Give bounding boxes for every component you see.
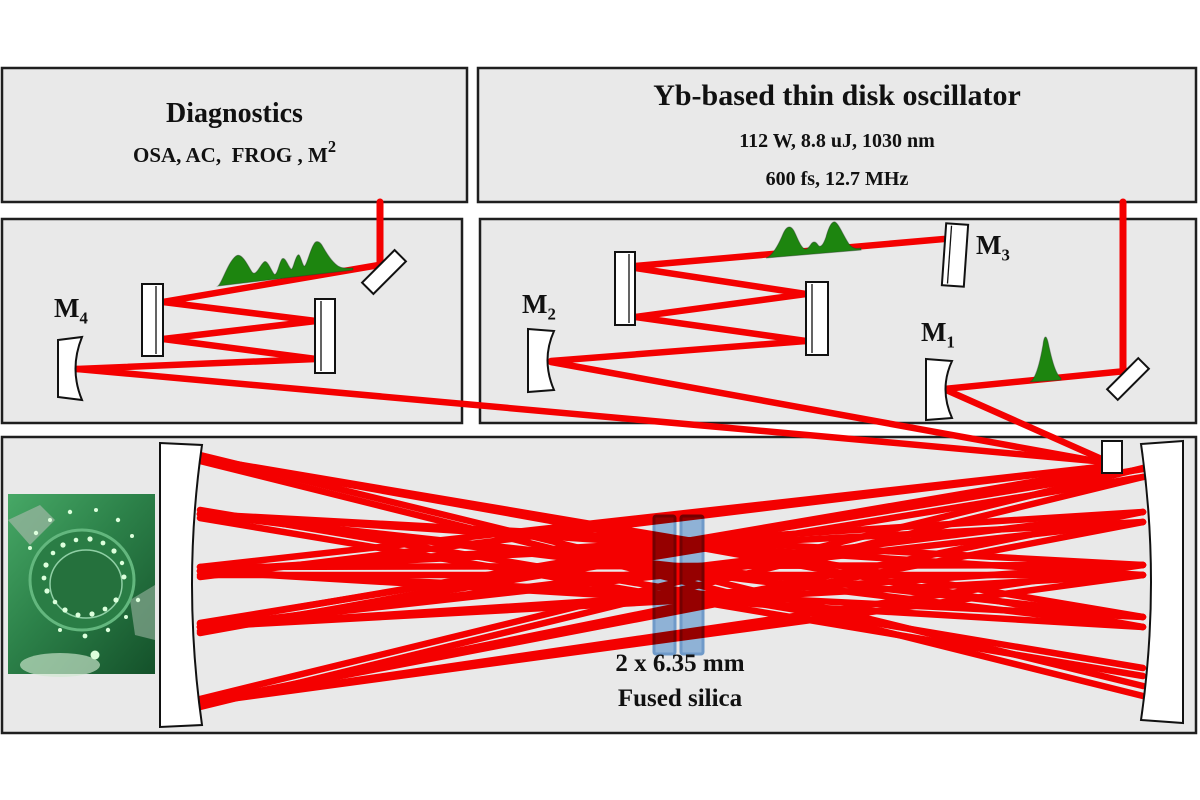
laser-spot bbox=[52, 599, 58, 605]
chirped-mirror-right-a bbox=[614, 251, 636, 326]
laser-spot bbox=[48, 518, 52, 522]
oscillator-specs-line1: 112 W, 8.8 uJ, 1030 nm bbox=[739, 130, 935, 152]
laser-spot bbox=[28, 546, 32, 550]
beam-segment bbox=[159, 335, 320, 363]
laser-spot bbox=[41, 575, 47, 581]
panel-compressor-stage1 bbox=[478, 217, 1198, 425]
laser-spot bbox=[33, 530, 39, 536]
laser-spot bbox=[75, 612, 81, 618]
laser-spot bbox=[58, 628, 62, 632]
fold-mirror-oscillator bbox=[1105, 356, 1151, 402]
label-m3: M3 bbox=[976, 230, 1010, 265]
flat-mirror-m3 bbox=[940, 222, 970, 288]
laser-spot bbox=[44, 588, 50, 594]
laser-spot bbox=[102, 606, 108, 612]
fold-mirror-diagnostics bbox=[360, 248, 408, 296]
beam-segment bbox=[547, 337, 810, 365]
label-m4: M4 bbox=[54, 293, 88, 328]
pulses bbox=[216, 221, 1062, 383]
chirped-mirror-right-b bbox=[805, 281, 829, 356]
laser-spot bbox=[89, 611, 95, 617]
beam-segment bbox=[631, 313, 810, 345]
laser-spot bbox=[87, 536, 93, 542]
beam-segment bbox=[159, 317, 320, 343]
laser-spot bbox=[43, 562, 49, 568]
pulse-partially-compressed bbox=[765, 221, 862, 259]
panel-oscillator bbox=[476, 66, 1198, 204]
laser-spot bbox=[90, 650, 100, 660]
silica-plate-2 bbox=[679, 514, 705, 656]
laser-spot bbox=[135, 597, 141, 603]
diagnostics-title: Diagnostics bbox=[166, 98, 303, 129]
silica-label-line2: Fused silica bbox=[617, 685, 743, 712]
diagnostics-instruments: OSA, AC, FROG , M2 bbox=[2, 137, 467, 167]
laser-spot bbox=[82, 633, 88, 639]
laser-spot bbox=[105, 627, 111, 633]
laser-spots bbox=[28, 508, 141, 660]
laser-spot bbox=[100, 540, 106, 546]
diagnostics-instruments-text: OSA, AC, FROG , M bbox=[132, 143, 328, 167]
oscillator-specs-line2: 600 fs, 12.7 MHz bbox=[765, 168, 909, 190]
laser-spot bbox=[119, 560, 125, 566]
pulse-chirped-multi-peak bbox=[216, 241, 354, 287]
photo-mirror-face bbox=[49, 549, 123, 619]
mirrors bbox=[57, 222, 1184, 729]
beam-segment bbox=[73, 355, 320, 373]
photo-clamp-left bbox=[8, 505, 55, 545]
beam-segment bbox=[940, 385, 1110, 465]
photo-reflection bbox=[20, 653, 100, 677]
panel-diagnostics bbox=[0, 66, 469, 204]
laser-spot bbox=[60, 542, 66, 548]
laser-spot bbox=[94, 508, 98, 512]
oscillator-title: Yb-based thin disk oscillator bbox=[653, 79, 1021, 112]
photo-inset-mirror-spots bbox=[8, 494, 155, 677]
panels bbox=[0, 66, 1198, 735]
chirped-mirror-left-b bbox=[314, 298, 336, 374]
chirped-mirror-left-a bbox=[141, 283, 164, 357]
curved-mirror-m2 bbox=[527, 327, 556, 394]
label-m2: M2 bbox=[522, 289, 556, 324]
silica-plates bbox=[652, 514, 705, 656]
curved-mirror-m4 bbox=[57, 335, 84, 402]
beam-segment bbox=[631, 264, 810, 298]
beam-segment bbox=[547, 358, 1110, 467]
laser-spot bbox=[115, 517, 121, 523]
pulse-input-single bbox=[1029, 336, 1062, 383]
silica-plate-1 bbox=[652, 514, 677, 656]
beam-segment bbox=[73, 365, 1110, 466]
cell-coupling-mirror bbox=[1101, 440, 1123, 474]
beam-segment bbox=[631, 290, 810, 321]
laser-spot bbox=[130, 534, 134, 538]
beam-segment bbox=[159, 298, 320, 325]
laser-spot bbox=[124, 615, 128, 619]
laser-spot bbox=[50, 550, 56, 556]
cell-mirror-left bbox=[159, 441, 204, 729]
label-m1: M1 bbox=[921, 317, 955, 352]
curved-mirror-m1 bbox=[925, 357, 954, 422]
laser-spot bbox=[67, 509, 73, 515]
laser-spot bbox=[73, 537, 79, 543]
laser-spot bbox=[113, 597, 119, 603]
cell-mirror-right bbox=[1139, 439, 1184, 725]
silica-label-line1: 2 x 6.35 mm bbox=[615, 650, 745, 677]
m-squared-superscript: 2 bbox=[327, 137, 337, 156]
laser-spot bbox=[62, 607, 68, 613]
laser-spot bbox=[121, 574, 127, 580]
laser-spot bbox=[111, 548, 117, 554]
